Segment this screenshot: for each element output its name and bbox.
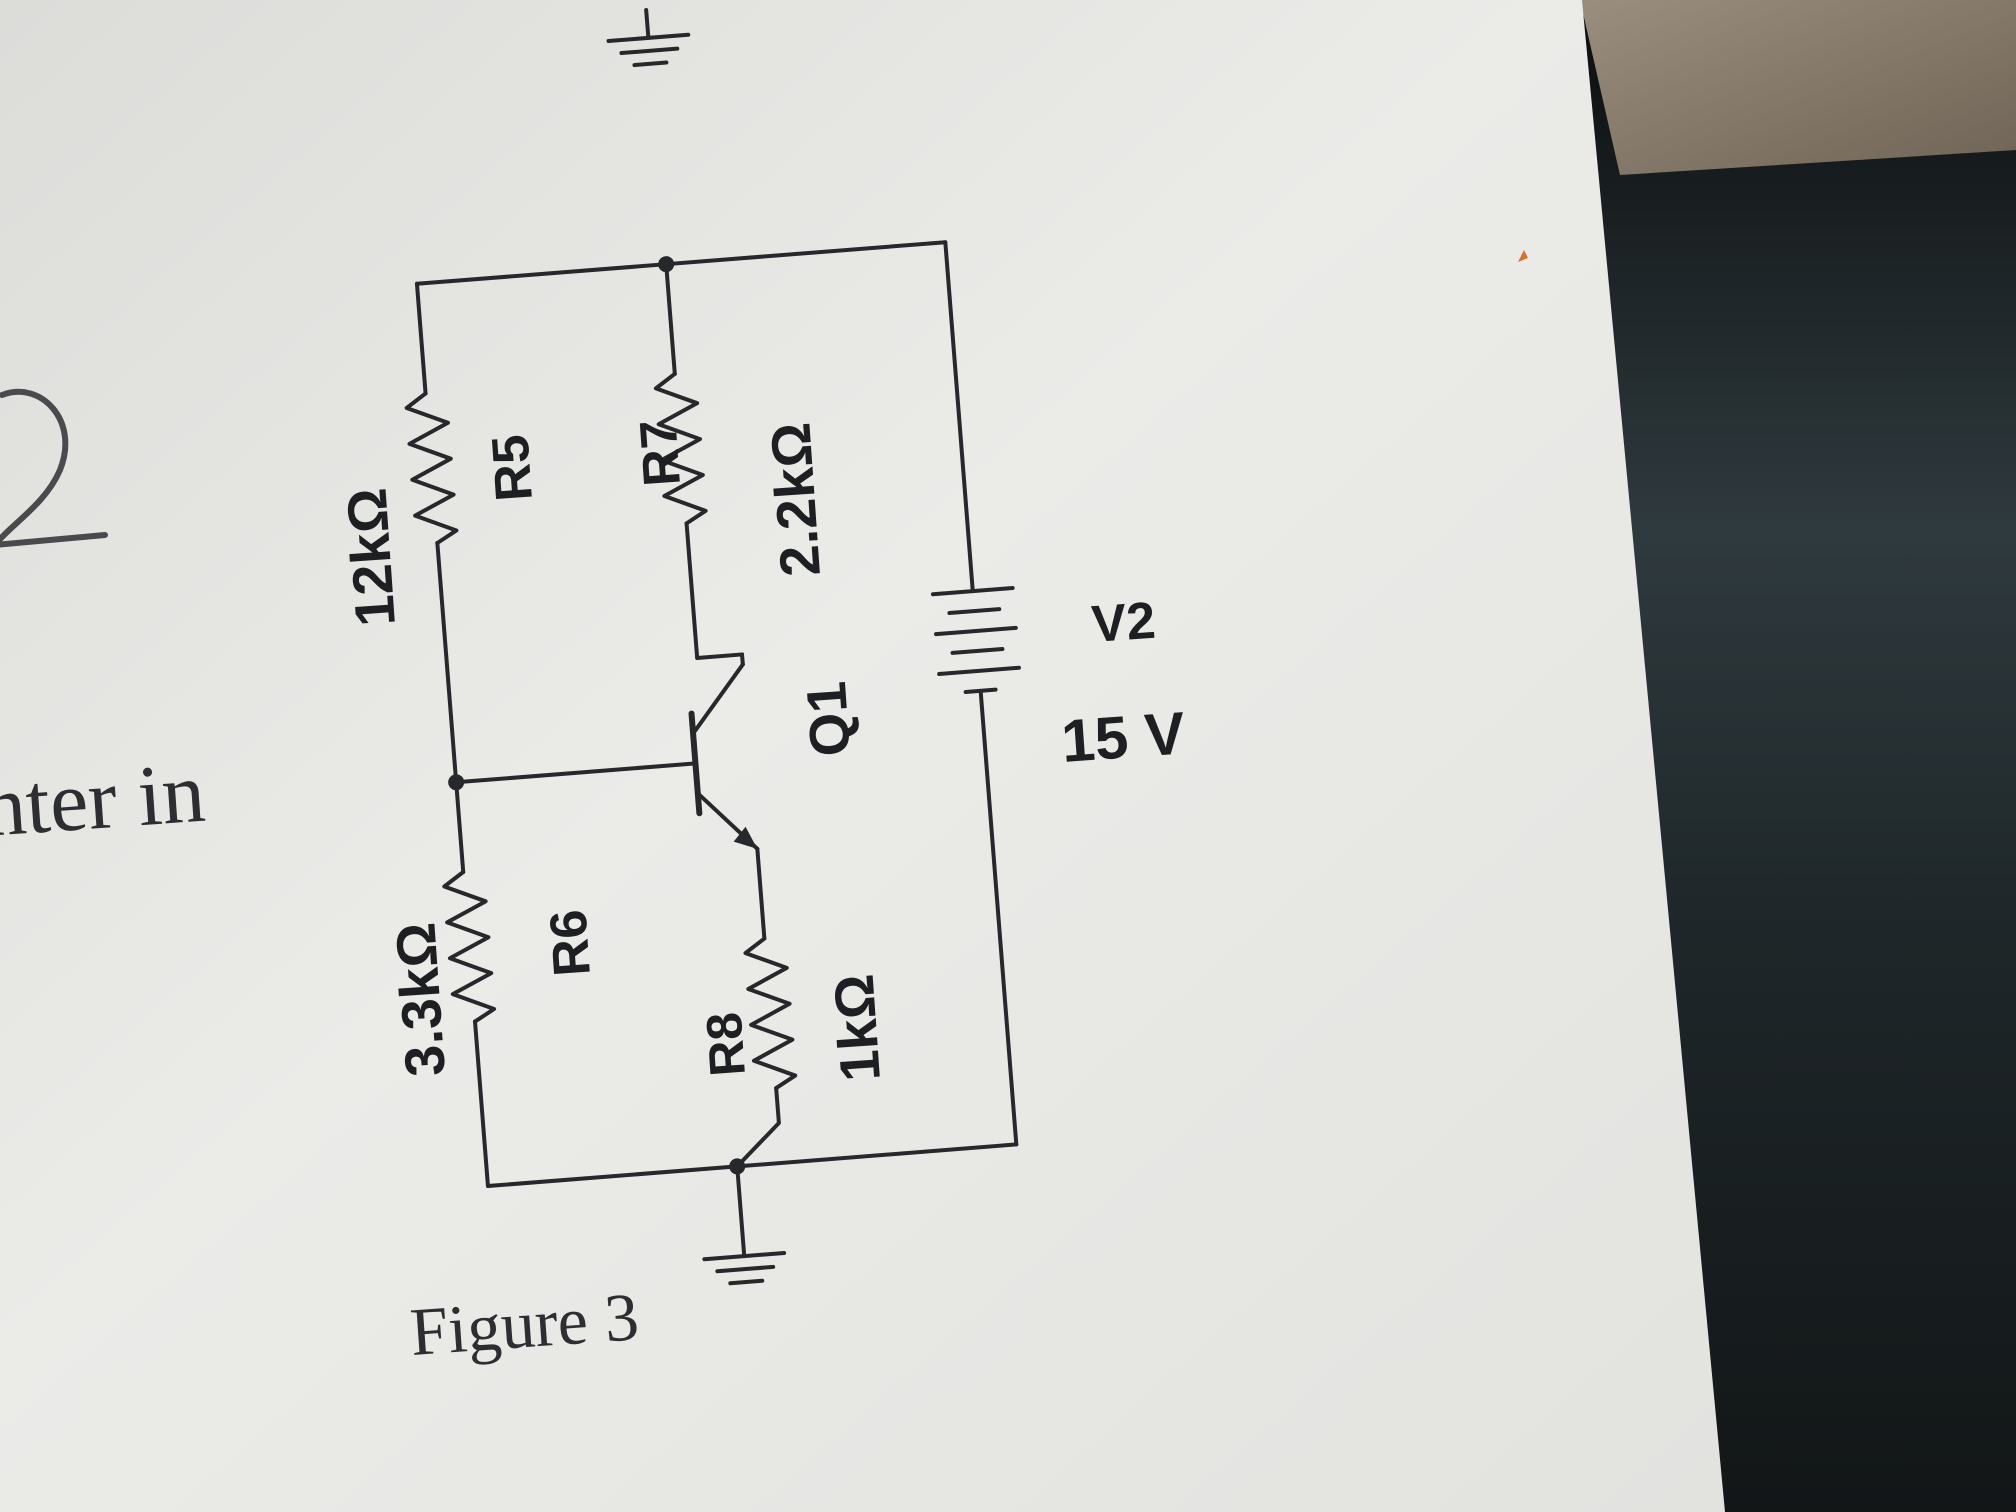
r5-bottom-wire bbox=[435, 541, 459, 785]
ground-bar-2 bbox=[715, 1264, 776, 1274]
r6-top-wire bbox=[454, 780, 466, 874]
v2-name-label: V2 bbox=[1090, 592, 1158, 654]
r7-resistor bbox=[653, 371, 708, 526]
r8-top-wire bbox=[755, 846, 767, 941]
v2-value-label: 15 V bbox=[1059, 700, 1187, 775]
r5-top-wire bbox=[414, 281, 428, 396]
ground-bar-1 bbox=[702, 1250, 787, 1262]
figure-caption: Figure 3 bbox=[408, 1278, 641, 1370]
r6-bottom-wire bbox=[473, 1019, 490, 1189]
q1-collector bbox=[691, 662, 745, 736]
r6-name-label: R6 bbox=[539, 908, 601, 978]
partial-body-text: nter in bbox=[0, 744, 208, 855]
battery-plate-2 bbox=[947, 607, 1002, 616]
r5-name-label: R5 bbox=[481, 433, 543, 503]
q1-name-label: Q1 bbox=[794, 680, 862, 759]
r6-resistor bbox=[442, 869, 497, 1024]
base-wire bbox=[454, 761, 698, 785]
labels: 12kΩ R5 3.3kΩ R6 R7 2.2kΩ R8 1kΩ Q1 V2 1… bbox=[0, 418, 1187, 1370]
battery-plate-4 bbox=[950, 646, 1005, 655]
handwritten-two bbox=[0, 388, 108, 548]
battery-plate-1 bbox=[930, 586, 1015, 597]
circuit-diagram bbox=[404, 7, 1021, 1286]
q1-emitter-arrow bbox=[733, 826, 758, 849]
paper-sheet bbox=[0, 0, 1725, 1512]
q1-base-bar bbox=[688, 710, 703, 817]
ground-bar-3 bbox=[728, 1278, 765, 1286]
top-ground-bar-2 bbox=[619, 46, 680, 56]
orange-speck bbox=[1518, 250, 1528, 262]
battery-bottom-wire bbox=[978, 688, 1019, 1147]
r7-name-label: R7 bbox=[629, 418, 691, 488]
battery-top-wire bbox=[943, 240, 975, 594]
r5-resistor bbox=[404, 391, 459, 546]
r8-value-label: 1kΩ bbox=[822, 972, 892, 1083]
r7-top-wire bbox=[664, 262, 677, 376]
r7-bottom-wire bbox=[684, 521, 700, 660]
q1-collector-join bbox=[695, 652, 745, 660]
carpet-corner bbox=[1580, 0, 2016, 175]
ground-lead bbox=[735, 1164, 747, 1259]
r6-value-label: 3.3kΩ bbox=[383, 921, 457, 1079]
r7-value-label: 2.2kΩ bbox=[758, 421, 832, 579]
r5-value-label: 12kΩ bbox=[334, 486, 406, 628]
battery-plate-3 bbox=[934, 625, 1018, 637]
r8-bottom-wire bbox=[735, 1086, 781, 1169]
top-ground-bar-3 bbox=[632, 60, 669, 68]
r8-name-label: R8 bbox=[696, 1010, 756, 1078]
r8-resistor bbox=[743, 936, 798, 1091]
top-ground-lead bbox=[644, 7, 651, 40]
battery-plate-5 bbox=[937, 665, 1021, 677]
top-ground-bar-1 bbox=[606, 32, 691, 44]
